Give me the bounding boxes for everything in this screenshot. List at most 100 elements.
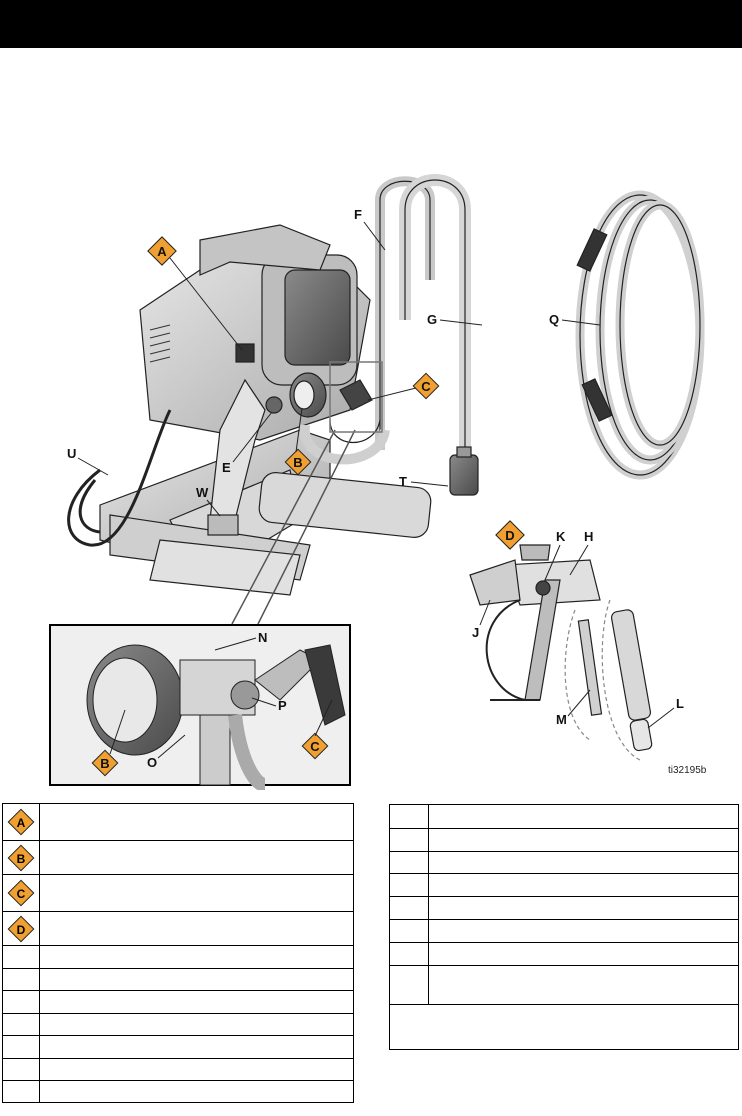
legend-desc-cell <box>427 919 740 943</box>
legend-key-cell <box>2 1013 40 1036</box>
warning-diamond-icon: D <box>7 915 35 942</box>
svg-text:E: E <box>222 460 231 475</box>
sprayer-unit <box>67 174 479 596</box>
legend-desc-cell <box>427 896 740 920</box>
legend-key-cell <box>389 804 429 829</box>
svg-text:M: M <box>556 712 567 727</box>
legend-row-warning: D <box>2 911 355 946</box>
legend-desc-cell <box>427 965 740 1005</box>
legend-row <box>2 968 355 991</box>
svg-text:K: K <box>556 529 566 544</box>
callout-F: F <box>354 207 386 251</box>
detail-inset <box>49 361 383 790</box>
callout-C-inset: C <box>301 699 333 760</box>
svg-text:C: C <box>310 739 320 754</box>
legend-key-cell <box>389 942 429 966</box>
callout-M: M <box>556 689 591 727</box>
svg-text:J: J <box>472 625 479 640</box>
legend-row <box>389 942 740 966</box>
legend-key-cell <box>2 968 40 991</box>
legend-key-cell <box>389 828 429 852</box>
legend-desc-cell <box>38 1058 355 1081</box>
legend-row <box>2 1058 355 1081</box>
svg-text:N: N <box>258 630 267 645</box>
sprayer-parts-figure: A B C D B C E F G Q T <box>49 174 707 790</box>
spray-gun <box>469 544 653 761</box>
legend-key-cell: D <box>2 911 40 946</box>
legend-key-cell: B <box>2 840 40 875</box>
legend-row-warning: C <box>2 874 355 912</box>
legend-row <box>2 990 355 1014</box>
svg-text:F: F <box>354 207 362 222</box>
legend-desc-cell <box>38 968 355 991</box>
legend-key-cell <box>2 1058 40 1081</box>
legend-desc-cell <box>38 840 355 875</box>
legend-row-warning: B <box>2 840 355 875</box>
callout-U: U <box>67 446 109 476</box>
svg-text:D: D <box>17 923 26 937</box>
callout-N: N <box>214 630 267 651</box>
legend-row <box>389 873 740 897</box>
svg-text:B: B <box>100 756 109 771</box>
svg-text:C: C <box>421 379 431 394</box>
legend-key-cell <box>2 1080 40 1103</box>
callout-O: O <box>147 734 186 770</box>
paint-hose-coil <box>575 190 705 480</box>
svg-text:G: G <box>427 312 437 327</box>
callout-B-inset: B <box>91 709 126 777</box>
callout-E: E <box>222 411 273 475</box>
callout-P: P <box>251 697 287 713</box>
svg-text:A: A <box>157 244 167 259</box>
svg-text:H: H <box>584 529 593 544</box>
legend-row <box>2 1035 355 1059</box>
legend-desc-cell <box>427 804 740 829</box>
legend-desc-cell <box>38 911 355 946</box>
legend-row <box>389 851 740 874</box>
legend-table-right <box>389 804 740 1050</box>
svg-text:B: B <box>17 852 26 866</box>
svg-text:B: B <box>293 455 302 470</box>
legend-table-left: A B C D <box>2 803 355 1103</box>
legend-key-cell <box>389 896 429 920</box>
legend-row <box>2 1013 355 1036</box>
figure-id-label: ti32195b <box>668 765 707 776</box>
legend-note-row <box>389 1004 739 1050</box>
legend-row <box>389 828 740 852</box>
legend-key-cell <box>2 945 40 969</box>
callout-K: K <box>544 529 566 581</box>
legend-key-cell <box>389 919 429 943</box>
svg-text:U: U <box>67 446 76 461</box>
legend-desc-cell <box>38 990 355 1014</box>
callout-D: D <box>495 520 525 550</box>
callout-C: C <box>367 372 440 401</box>
callout-J: J <box>472 599 491 640</box>
svg-text:L: L <box>676 696 684 711</box>
callout-H: H <box>569 529 593 576</box>
legend-key-cell: A <box>2 803 40 841</box>
header-bar <box>0 0 742 48</box>
warning-diamond-icon: B <box>7 844 35 871</box>
legend-note-cell <box>389 1004 739 1050</box>
legend-row <box>389 919 740 943</box>
legend-desc-cell <box>427 873 740 897</box>
legend-desc-cell <box>38 1080 355 1103</box>
callout-B: B <box>284 407 312 476</box>
legend-key-cell <box>2 990 40 1014</box>
svg-text:T: T <box>399 474 407 489</box>
legend-desc-cell <box>38 874 355 912</box>
legend-key-cell <box>389 851 429 874</box>
svg-text:O: O <box>147 755 157 770</box>
legend-row-warning: A <box>2 803 355 841</box>
legend-key-cell: C <box>2 874 40 912</box>
legend-desc-cell <box>427 942 740 966</box>
svg-text:P: P <box>278 698 287 713</box>
callout-T: T <box>399 474 449 489</box>
callout-W: W <box>196 485 221 517</box>
legend-desc-cell <box>38 803 355 841</box>
legend-desc-cell <box>38 945 355 969</box>
legend-desc-cell <box>427 828 740 852</box>
legend-row <box>2 945 355 969</box>
svg-text:D: D <box>505 528 514 543</box>
callout-L: L <box>647 696 684 729</box>
legend-row <box>2 1080 355 1103</box>
